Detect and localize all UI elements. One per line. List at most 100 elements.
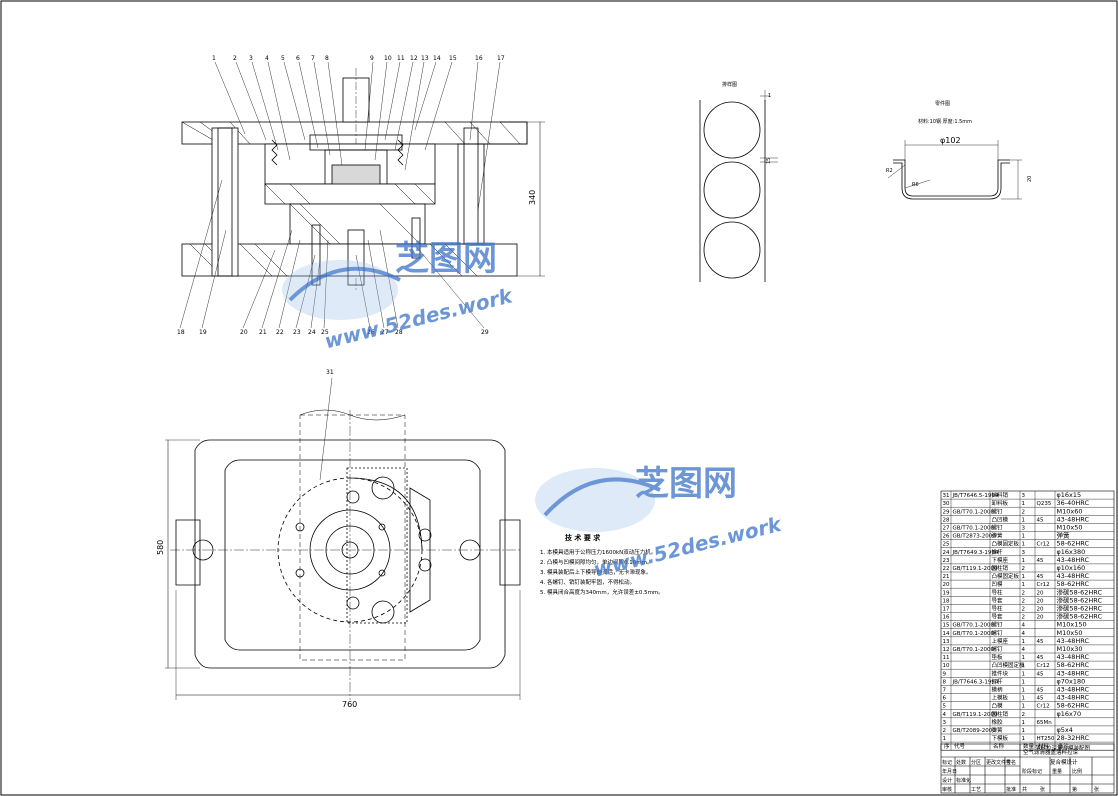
bom-cell: M10x30	[1057, 645, 1083, 653]
bom-cell: 27	[943, 526, 950, 532]
dim-plan-height: 580	[156, 540, 165, 555]
bom-cell: 12	[943, 647, 950, 653]
bom-cell: 45	[1037, 517, 1044, 523]
part-callout: 18	[177, 329, 185, 336]
watermark-brand: 芝图网	[635, 464, 737, 504]
part-callout: 1	[212, 55, 216, 62]
bom-cell: 凸模固定板	[992, 540, 1020, 548]
dim-height-340: 340	[528, 190, 537, 205]
part-callout: 17	[497, 55, 505, 62]
bom-cell: φ16x70	[1057, 710, 1082, 718]
bom-cell: 45	[1037, 558, 1044, 564]
bom-cell: 9	[943, 671, 947, 677]
bom-cell: 螺钉	[992, 524, 1004, 532]
bom-cell: 螺钉	[992, 621, 1004, 629]
bom-cell: 17	[943, 607, 950, 613]
part-callout: 12	[410, 55, 418, 62]
bom-cell: 29	[943, 509, 950, 515]
bom-cell: 45	[1037, 655, 1044, 661]
bom-cell: 3	[943, 720, 947, 726]
title-line-3: 复合模设计	[1050, 758, 1078, 766]
title-cell: 处数	[956, 759, 966, 766]
bom-cell: 3	[1022, 550, 1026, 556]
bom-cell: 导柱	[992, 588, 1004, 596]
bom-cell: M10x60	[1057, 507, 1083, 515]
bom-cell: 45	[1037, 688, 1044, 694]
dim-part-diameter: φ102	[940, 136, 961, 145]
title-cell: 批准	[1006, 786, 1016, 793]
bom-cell: 43-48HRC	[1057, 694, 1090, 702]
tech-req-title: 技 术 要 求	[565, 533, 601, 542]
part-callout: 24	[308, 329, 316, 336]
bom-cell: GB/T119.1-2000	[953, 566, 998, 572]
bom-cell: 23	[943, 558, 950, 564]
title-block-cells: 标记处数分区更改文件号签名年月日设计标准化审核工艺批准阶段标记重量比例共张第张	[942, 759, 1099, 793]
bom-cell: 渗碳58-62HRC	[1057, 595, 1103, 604]
tech-req-item: 4. 各螺钉、销钉装配牢固，不得松动。	[540, 578, 635, 586]
bom-cell: 11	[943, 655, 950, 661]
title-cell: 年月日	[942, 768, 957, 775]
title-cell: 更改文件号	[986, 759, 1011, 766]
bom-cell: 19	[943, 590, 950, 596]
bom-cell: 15	[943, 623, 950, 629]
bom-cell: 20	[1037, 598, 1044, 604]
part-callout: 21	[259, 329, 267, 336]
bom-cell: 7	[943, 688, 947, 694]
title-cell: 分区	[971, 759, 981, 766]
bom-cell: 导套	[992, 613, 1004, 621]
section-view	[179, 61, 545, 329]
bom-cell: 2	[1022, 590, 1026, 596]
dim-part-height: 20	[1027, 176, 1033, 182]
bom-cell: GB/T70.1-2000	[953, 647, 995, 653]
part-callout: 26	[367, 329, 375, 336]
bom-cell: 43-48HRC	[1057, 669, 1090, 677]
bom-cell: 1	[1022, 501, 1026, 507]
bom-cell: φ16x380	[1057, 548, 1086, 556]
bom-cell: 螺钉	[992, 507, 1004, 515]
tech-req-item: 1. 本模具适用于公称压力1600kN双动压力机。	[540, 548, 656, 556]
bom-cell: 2	[1022, 615, 1026, 621]
bom-cell: 橡胶	[992, 718, 1004, 726]
watermark-brand: 芝图网	[395, 239, 497, 279]
bom-cell: 43-48HRC	[1057, 686, 1090, 694]
bom-cell: 1	[1022, 720, 1026, 726]
bom-cell: 2	[1022, 607, 1026, 613]
bom-cell: Cr12	[1037, 704, 1050, 710]
dim-plan-width: 760	[342, 700, 357, 709]
bom-cell: 1	[1022, 696, 1026, 702]
bom-cell: 2	[1022, 566, 1026, 572]
part-callout: 10	[384, 55, 392, 62]
part-drawing-view	[887, 140, 1022, 200]
bom-cell: GB/T2089-2000	[953, 728, 997, 734]
bom-cell: 1	[1022, 582, 1026, 588]
bom-cell: 13	[943, 639, 950, 645]
bom-header-cell: 备注	[1058, 742, 1070, 750]
bom-cell: 43-48HRC	[1057, 653, 1090, 661]
bom-cell: 21	[943, 574, 950, 580]
bom-cell: 弹簧	[1057, 531, 1071, 540]
title-cell: 设计	[942, 777, 952, 784]
bom-cell: M10x50	[1057, 629, 1083, 637]
bom-cell: 下模板	[992, 734, 1009, 742]
part-callout: 19	[199, 329, 207, 336]
bom-cell: 58-62HRC	[1057, 702, 1090, 710]
part-callout: 29	[481, 329, 489, 336]
part-callout: 9	[370, 55, 374, 62]
title-cell: 张	[1040, 786, 1045, 793]
bom-cell: GB/T70.1-2000	[953, 631, 995, 637]
plan-callout: 31	[326, 369, 334, 376]
bom-header-cell: 代号	[954, 742, 966, 750]
strip-view-label: 排样图	[722, 81, 737, 88]
bom-cell: 1	[1022, 639, 1026, 645]
dim-part-r2: R2	[886, 168, 893, 174]
bom-cell: 24	[943, 550, 950, 556]
bom-cell: 凸凹模固定板	[992, 661, 1026, 669]
bom-cell: 上模座	[992, 637, 1009, 645]
bom-cell: 65Mn	[1037, 720, 1053, 726]
bom-cell: 10	[943, 663, 950, 669]
title-cell: 标记	[942, 759, 952, 766]
bom-header-cell: 数量	[1023, 742, 1035, 750]
title-cell: 共	[1022, 786, 1027, 793]
